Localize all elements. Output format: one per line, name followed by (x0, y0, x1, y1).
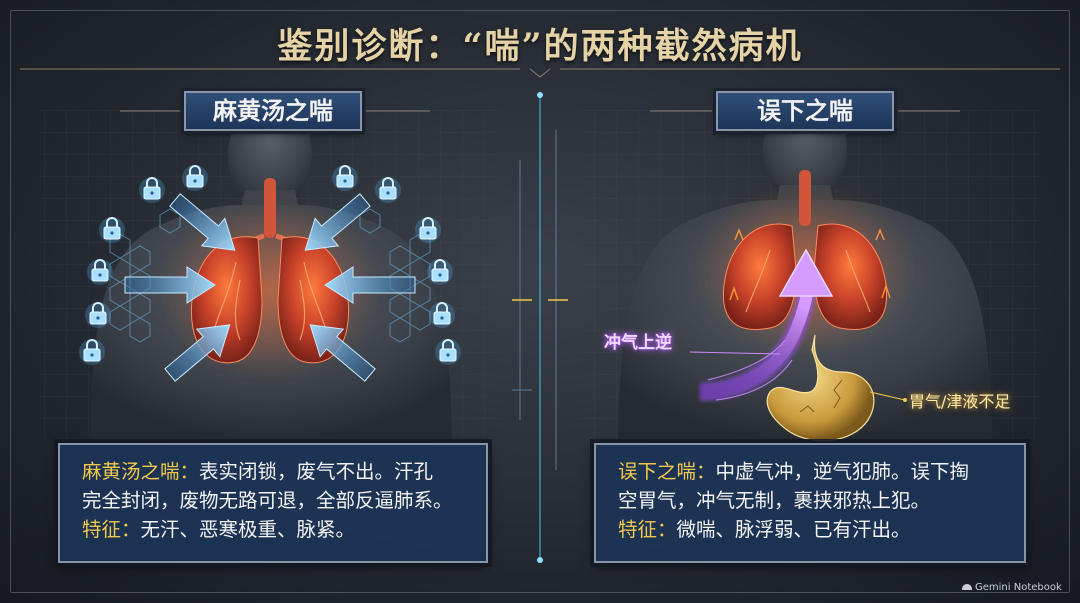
right-feature-label: 特征： (618, 518, 677, 541)
left-lock-icons (79, 165, 461, 365)
right-info-box: 误下之喘：中虚气冲，逆气犯肺。误下掏 空胃气，冲气无制，裹挟邪热上犯。 特征：微… (594, 443, 1026, 563)
lock-icon (99, 217, 125, 243)
left-panel-header: 麻黄汤之喘 (184, 91, 362, 131)
right-info-text-1: 中虚气冲，逆气犯肺。误下掏 (715, 460, 970, 483)
lock-icon (429, 302, 455, 328)
left-info-line-1: 麻黄汤之喘：表实闭锁，废气不出。汗孔 (82, 457, 468, 486)
left-inward-arrows (124, 193, 416, 382)
lock-icon (139, 177, 165, 203)
label-upward-qi: 冲气上逆 (604, 333, 672, 353)
lock-icon (332, 165, 358, 191)
center-divider (512, 92, 568, 563)
left-info-box: 麻黄汤之喘：表实闭锁，废气不出。汗孔 完全封闭，废物无路可退，全部反逼肺系。 特… (58, 443, 488, 563)
right-panel-header: 误下之喘 (716, 91, 894, 131)
page-title: 鉴别诊断：“喘”的两种截然病机 (277, 26, 803, 67)
lock-icon (415, 217, 441, 243)
lock-icon (87, 259, 113, 285)
title-ornament (20, 68, 1060, 112)
right-info-line-2: 空胃气，冲气无制，裹挟邪热上犯。 (618, 489, 931, 512)
right-info-line-1: 误下之喘：中虚气冲，逆气犯肺。误下掏 (618, 457, 1006, 486)
right-info-label: 误下之喘： (618, 460, 716, 483)
right-feature-text: 微喘、脉浮弱、已有汗出。 (676, 518, 911, 541)
lock-icon (85, 302, 111, 328)
lock-icon (79, 339, 105, 365)
stomach-icon (766, 334, 907, 442)
left-info-line-2: 完全封闭，废物无路可退，全部反逼肺系。 (82, 489, 453, 512)
upward-arrow-icon (689, 248, 834, 401)
left-info-text-1: 表实闭锁，废气不出。汗孔 (199, 460, 434, 483)
left-feature-text: 无汗、恶寒极重、脉紧。 (140, 518, 356, 541)
lock-icon (375, 177, 401, 203)
notebook-icon (962, 584, 972, 590)
left-feature-label: 特征： (82, 518, 141, 541)
label-stomach: 胃气/津液不足 (909, 392, 1011, 411)
lock-icon (427, 259, 453, 285)
watermark: Gemini Notebook (962, 582, 1062, 593)
lock-icon (435, 339, 461, 365)
left-info-line-3: 特征：无汗、恶寒极重、脉紧。 (82, 515, 468, 544)
lock-icon (182, 165, 208, 191)
watermark-text: Gemini Notebook (975, 582, 1062, 593)
right-info-line-3: 特征：微喘、脉浮弱、已有汗出。 (618, 515, 1006, 544)
left-info-label: 麻黄汤之喘： (82, 460, 200, 483)
